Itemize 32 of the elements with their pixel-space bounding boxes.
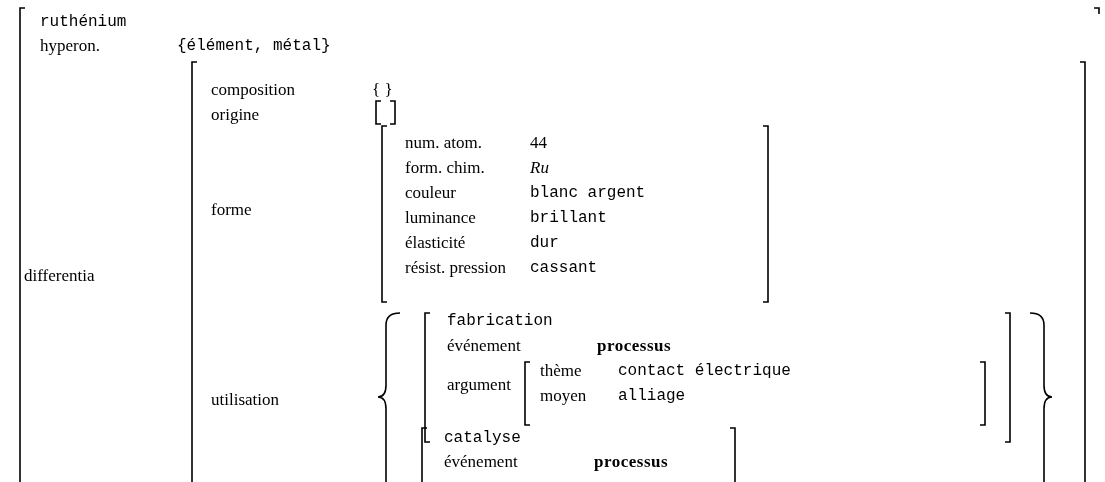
feature-value: alliage	[618, 386, 686, 406]
feature-value: fabrication	[447, 311, 553, 331]
feature-value: Ru	[530, 158, 549, 178]
feature-value: blanc argent	[530, 183, 646, 203]
feature-name: luminance	[405, 208, 476, 228]
feature-name: num. atom.	[405, 133, 482, 153]
feature-name: moyen	[540, 386, 587, 406]
feature-value: brillant	[530, 208, 607, 228]
feature-value: catalyse	[444, 428, 521, 448]
feature-value: processus	[597, 336, 672, 356]
feature-name: résist. pression	[405, 258, 507, 278]
feature-name: couleur	[405, 183, 456, 203]
entry-word: ruthénium	[40, 12, 127, 32]
feature-name: événement	[444, 452, 518, 472]
feature-name: argument	[447, 375, 511, 395]
feature-name: form. chim.	[405, 158, 485, 178]
feature-value: processus	[594, 452, 669, 472]
feature-name: élasticité	[405, 233, 466, 253]
feature-value: cassant	[530, 258, 598, 278]
feature-name: composition	[211, 80, 296, 100]
feature-name: origine	[211, 105, 260, 125]
feature-name: differentia	[24, 266, 95, 286]
feature-value: {élément, métal}	[177, 36, 331, 56]
feature-name: hyperon.	[40, 36, 100, 56]
feature-value: 44	[530, 133, 547, 153]
feature-name: événement	[447, 336, 521, 356]
feature-name: forme	[211, 200, 252, 220]
feature-value: contact électrique	[618, 361, 791, 381]
feature-name: thème	[540, 361, 582, 381]
feature-value: dur	[530, 233, 559, 253]
feature-name: utilisation	[211, 390, 279, 410]
feature-value: { }	[372, 80, 393, 100]
